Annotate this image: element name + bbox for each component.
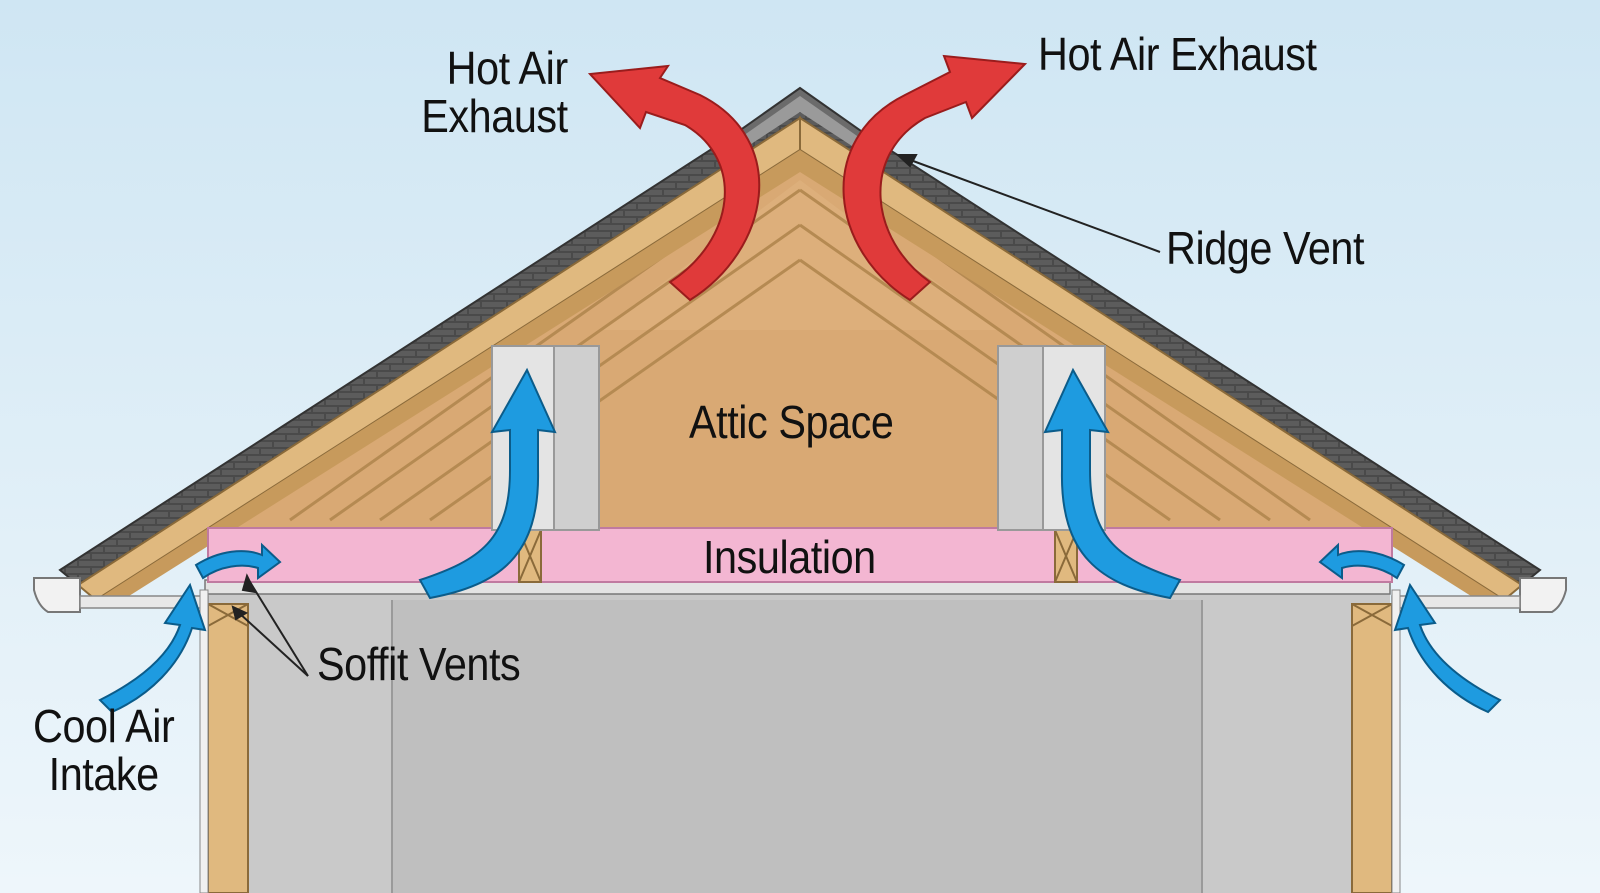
- gutter-left: [33, 577, 81, 613]
- insulation-layer: [207, 527, 1393, 583]
- wall-stud-left: [207, 603, 249, 893]
- label-hot-air-exhaust-left-line1: Hot Air: [446, 42, 569, 94]
- label-cool-air-intake-line2: Intake: [48, 748, 160, 800]
- label-hot-air-exhaust-left: Hot Air Exhaust: [421, 42, 569, 142]
- soffit-vents-leader: [231, 573, 309, 677]
- label-ridge-vent: Ridge Vent: [1166, 222, 1365, 274]
- label-hot-air-exhaust-left-line2: Exhaust: [421, 90, 568, 142]
- label-cool-air-intake: Cool Air Intake: [33, 700, 175, 800]
- cool-air-arrow-attic-left: [418, 367, 557, 600]
- cool-air-arrow-intake-left: [98, 542, 282, 714]
- cool-air-arrow-intake-right: [1318, 542, 1502, 714]
- gutter-right: [1519, 577, 1567, 613]
- hot-air-arrow-right: [842, 54, 1028, 302]
- label-hot-air-exhaust-right: Hot Air Exhaust: [1038, 28, 1317, 80]
- hot-air-arrow-left: [587, 64, 761, 302]
- label-soffit-vents: Soffit Vents: [317, 638, 521, 690]
- label-attic-space: Attic Space: [689, 396, 894, 448]
- label-cool-air-intake-line1: Cool Air: [33, 700, 175, 752]
- label-insulation: Insulation: [703, 531, 876, 583]
- cool-air-arrow-attic-right: [1043, 367, 1182, 600]
- wall-stud-right: [1351, 603, 1393, 893]
- ridge-vent-leader: [895, 154, 1161, 253]
- interior-back-wall: [392, 600, 1202, 893]
